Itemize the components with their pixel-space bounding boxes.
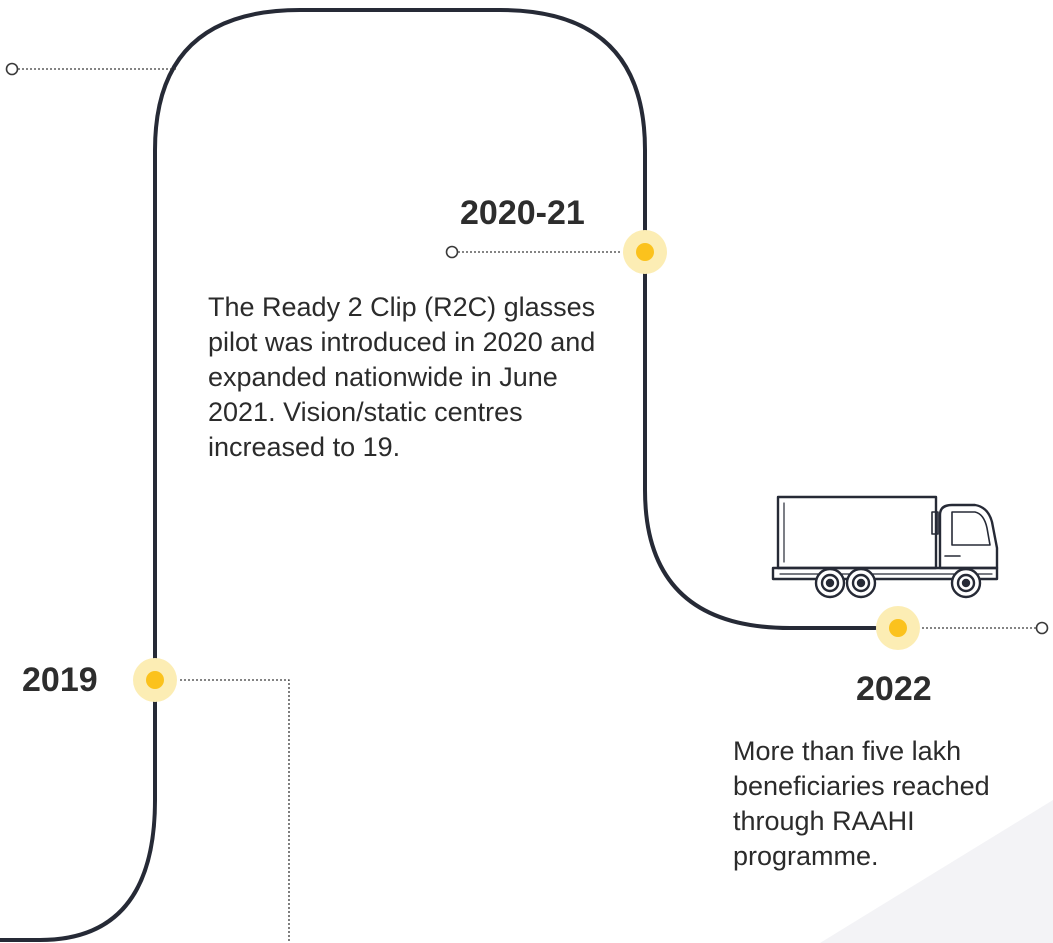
marker-2020-21 (623, 230, 667, 274)
marker-2019 (133, 658, 177, 702)
marker-2022 (876, 606, 920, 650)
connector-top-left (5, 62, 176, 76)
year-label-2020-21: 2020-21 (460, 194, 585, 232)
description-2020-21: The Ready 2 Clip (R2C) glasses pilot was… (208, 292, 596, 462)
connector-2019 (180, 679, 290, 943)
timeline-path (0, 8, 877, 942)
year-label-2022: 2022 (856, 670, 932, 708)
truck-icon (771, 495, 999, 599)
background-shape (820, 800, 1053, 943)
description-2022: More than five lakh beneficiaries reache… (733, 736, 990, 871)
connector-2020-21 (445, 245, 622, 259)
year-label-2019: 2019 (22, 661, 98, 699)
connector-2022 (922, 621, 1049, 635)
